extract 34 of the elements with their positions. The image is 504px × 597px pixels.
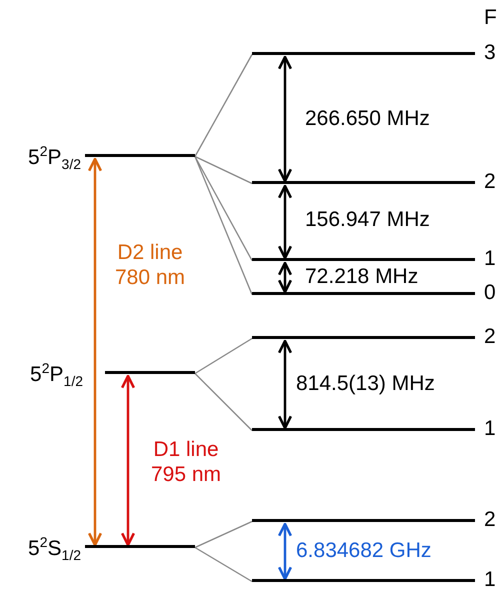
- connector-line: [194, 156, 253, 261]
- quantum-number: 0: [484, 280, 496, 306]
- column-heading: F: [484, 6, 497, 30]
- edge-label: 266.650 MHz: [305, 106, 430, 130]
- state-label: 5$^{2}$P$_{1/2}$: [30, 362, 83, 388]
- edge-label: 814.5(13) MHz: [296, 370, 435, 396]
- double-arrow: [278, 522, 292, 580]
- quantum-number: 1: [484, 416, 496, 442]
- connector-line: [194, 520, 252, 548]
- double-arrow: [278, 56, 292, 182]
- connector-line: [194, 338, 252, 374]
- double-arrow: [88, 158, 102, 546]
- edge-label: 6.834682 GHz: [296, 538, 432, 562]
- quantum-number: 2: [484, 507, 496, 533]
- connector-line: [194, 546, 252, 582]
- quantum-number: 1: [484, 567, 496, 593]
- edge-label: 72.218 MHz: [305, 264, 418, 288]
- connector-line: [194, 156, 253, 295]
- connector-line: [194, 156, 252, 184]
- quantum-number: 3: [484, 40, 496, 66]
- edge-label: D1 line 795 nm: [150, 437, 222, 487]
- double-arrow: [278, 262, 292, 294]
- state-label: 5$^{2}$P$_{3/2}$: [28, 145, 81, 171]
- quantum-number: 2: [484, 169, 496, 195]
- double-arrow: [120, 374, 136, 546]
- edge-label: 156.947 MHz: [305, 206, 430, 232]
- edge-label: D2 line 780 nm: [114, 240, 186, 290]
- connector-line: [194, 54, 253, 157]
- state-label: 5$^{2}$S$_{1/2}$: [28, 536, 81, 562]
- quantum-number: 1: [484, 246, 496, 272]
- double-arrow: [278, 340, 292, 430]
- connector-line: [194, 373, 252, 431]
- double-arrow: [278, 184, 292, 260]
- quantum-number: 2: [484, 324, 496, 350]
